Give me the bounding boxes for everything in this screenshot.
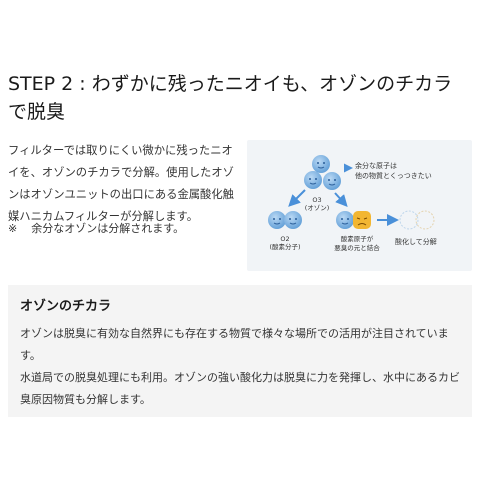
- note: ※ 余分なオゾンは分解されます。: [8, 220, 240, 238]
- step-title: STEP 2 : わずかに残ったニオイも、オゾンのチカラで脱臭: [8, 73, 453, 123]
- ozone-diagram-svg: O3 (オゾン) 余分な原子は 他の物質とくっつきたい O2 (酸素分子): [268, 155, 437, 252]
- ozone-power-paragraph-1: オゾンは脱臭に有効な自然界にも存在する物質で様々な場所での活用が注目されています…: [20, 327, 449, 362]
- arrow-icon: [288, 189, 306, 207]
- faded-atom-icon: [399, 210, 419, 230]
- label-excess-2: 他の物質とくっつきたい: [355, 171, 432, 180]
- ozone-diagram: O3 (オゾン) 余分な原子は 他の物質とくっつきたい O2 (酸素分子): [247, 140, 472, 271]
- oxygen-odor-bond: [336, 211, 371, 229]
- decomposed-molecule: [399, 210, 435, 230]
- note-text: 余分なオゾンは分解されます。: [31, 222, 185, 235]
- arrow-icon: [334, 192, 348, 207]
- label-o3-sub: (オゾン): [305, 204, 330, 212]
- intro-text: フィルターでは取りにくい微かに残ったニオイを、オゾンのチカラで分解。使用したオゾ…: [8, 144, 234, 223]
- ozone-power-body: オゾンは脱臭に有効な自然界にも存在する物質で様々な場所での活用が注目されています…: [20, 323, 464, 411]
- note-mark: ※: [8, 222, 18, 235]
- label-o3: O3: [312, 196, 321, 204]
- oxygen-atom-icon: [284, 211, 302, 229]
- label-oxidize: 酸化して分解: [395, 237, 437, 246]
- label-excess-1: 余分な原子は: [355, 161, 397, 170]
- label-o2: O2: [280, 235, 289, 243]
- label-bond-2: 悪臭の元と結合: [334, 243, 380, 252]
- o3-molecule: [304, 155, 341, 190]
- label-bond-1: 酸素原子が: [341, 234, 374, 243]
- label-o2-sub: (酸素分子): [269, 242, 300, 251]
- oxygen-atom-icon: [336, 211, 354, 229]
- oxygen-atom-icon: [312, 155, 330, 173]
- oxygen-atom-icon: [268, 211, 286, 229]
- ozone-power-title: オゾンのチカラ: [20, 299, 112, 314]
- odor-source-icon: [353, 211, 371, 229]
- faded-odor-icon: [415, 210, 435, 230]
- ozone-power-box: オゾンのチカラ オゾンは脱臭に有効な自然界にも存在する物質で様々な場所での活用が…: [8, 285, 472, 417]
- oxygen-atom-icon: [323, 172, 341, 190]
- oxygen-atom-icon: [304, 171, 322, 189]
- ozone-power-paragraph-2: 水道局での脱臭処理にも利用。オゾンの強い酸化力は脱臭に力を発揮し、水中にあるカビ…: [20, 371, 460, 406]
- o2-molecule: [268, 211, 302, 229]
